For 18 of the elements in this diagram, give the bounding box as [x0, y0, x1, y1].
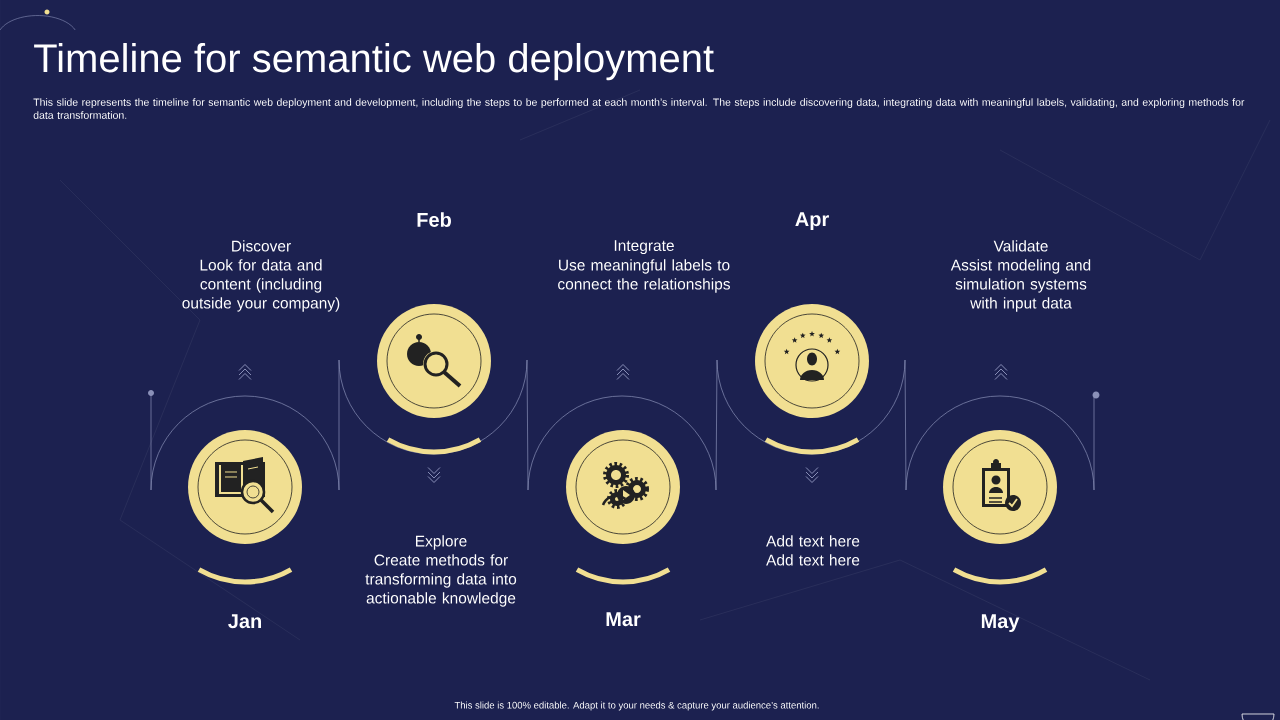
month-label: Jan: [228, 614, 261, 629]
step-text: Use meaningful labels to connect the relationships: [558, 259, 730, 293]
step-heading: Discover: [232, 240, 291, 252]
step-heading: Validate: [993, 240, 1048, 252]
step-text: Create methods for transforming data into actionable knowledge: [365, 554, 517, 607]
step-text: Add text here: [766, 535, 860, 547]
title: Timeline for semantic web deployment: [34, 43, 714, 81]
footer-note: This slide is 100% editable. Adapt it to your needs & capture your audience’s attention.: [454, 701, 819, 711]
step-heading: Explore: [416, 535, 467, 550]
step-text: Assist modeling and simulation systems with input data: [950, 259, 1091, 312]
month-label: Mar: [606, 612, 641, 627]
step-text: Add text here: [766, 554, 860, 566]
month-label: Feb: [417, 212, 451, 227]
step-text: Look for data and content (including outside your company): [182, 259, 340, 312]
description: This slide represents the timeline for semantic web deployment and development, including the steps to be performed at each month’s interval. The steps include discovering data, integrating data with meaningful labels, validating, and exploring methods for data transformation.: [33, 98, 1245, 119]
month-label: May: [981, 614, 1020, 633]
step-heading: Integrate: [614, 240, 674, 255]
month-label: Apr: [795, 212, 829, 231]
